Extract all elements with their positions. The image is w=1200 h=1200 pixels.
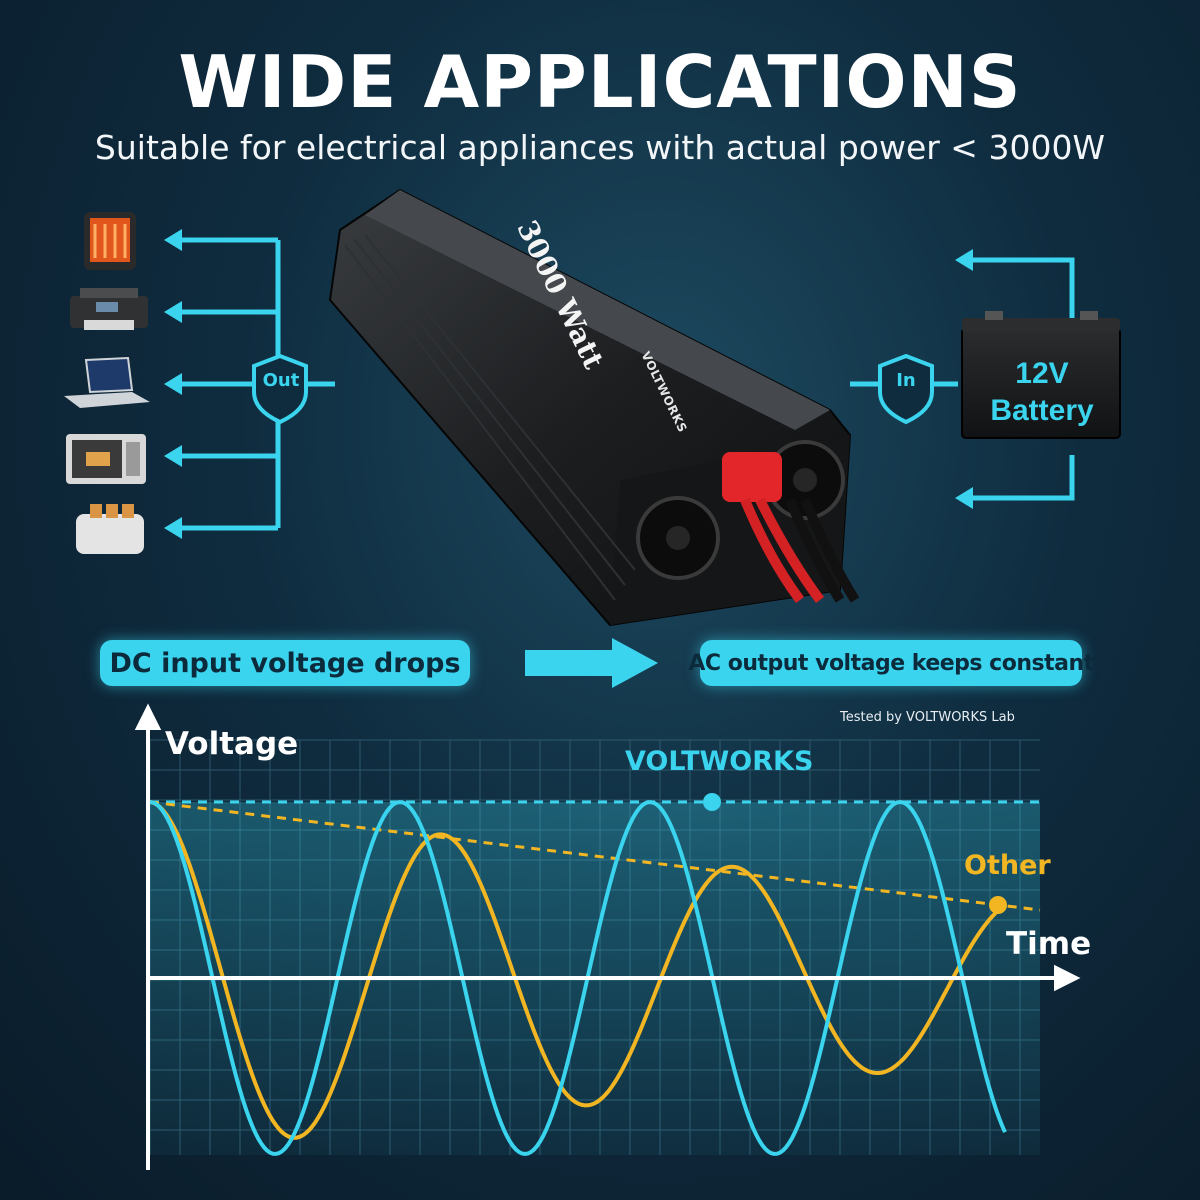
output-arrowheads [164, 229, 182, 539]
other-marker [989, 896, 1007, 914]
y-axis-label: Voltage [165, 726, 299, 762]
battery-icon [961, 311, 1121, 439]
page-title: WIDE APPLICATIONS [178, 40, 1022, 124]
out-shield-icon [252, 353, 308, 425]
out-shield-label: Out [262, 370, 300, 391]
input-arrowheads [955, 249, 973, 509]
heater-icon [84, 212, 136, 270]
series-voltworks-label: VOLTWORKS [625, 746, 814, 777]
microwave-icon [66, 434, 146, 484]
battery-label: 12V Battery [962, 355, 1122, 429]
in-shield-label: In [896, 370, 916, 391]
printer-icon [70, 288, 148, 330]
other-reference-line [149, 800, 1041, 912]
dc-input-pill: DC input voltage drops [100, 640, 470, 686]
voltworks-marker [703, 793, 721, 811]
arrow-right-icon [525, 638, 658, 688]
series-voltworks-line [149, 799, 1007, 1157]
chart-note: Tested by VOLTWORKS Lab [840, 710, 1015, 725]
page-subtitle: Suitable for electrical appliances with … [94, 128, 1106, 167]
laptop-icon [64, 356, 150, 408]
battery-name: Battery [990, 394, 1094, 427]
inverter-image [328, 188, 860, 627]
toaster-icon [76, 504, 144, 554]
chart-axes [134, 703, 1081, 1170]
battery-voltage: 12V [1015, 357, 1069, 390]
in-shield-icon [878, 353, 934, 425]
ac-output-pill: AC output voltage keeps constant [688, 640, 1094, 686]
series-other-label: Other [964, 850, 1051, 881]
input-connector-lines [850, 257, 1075, 501]
x-axis-label: Time [1006, 926, 1092, 962]
